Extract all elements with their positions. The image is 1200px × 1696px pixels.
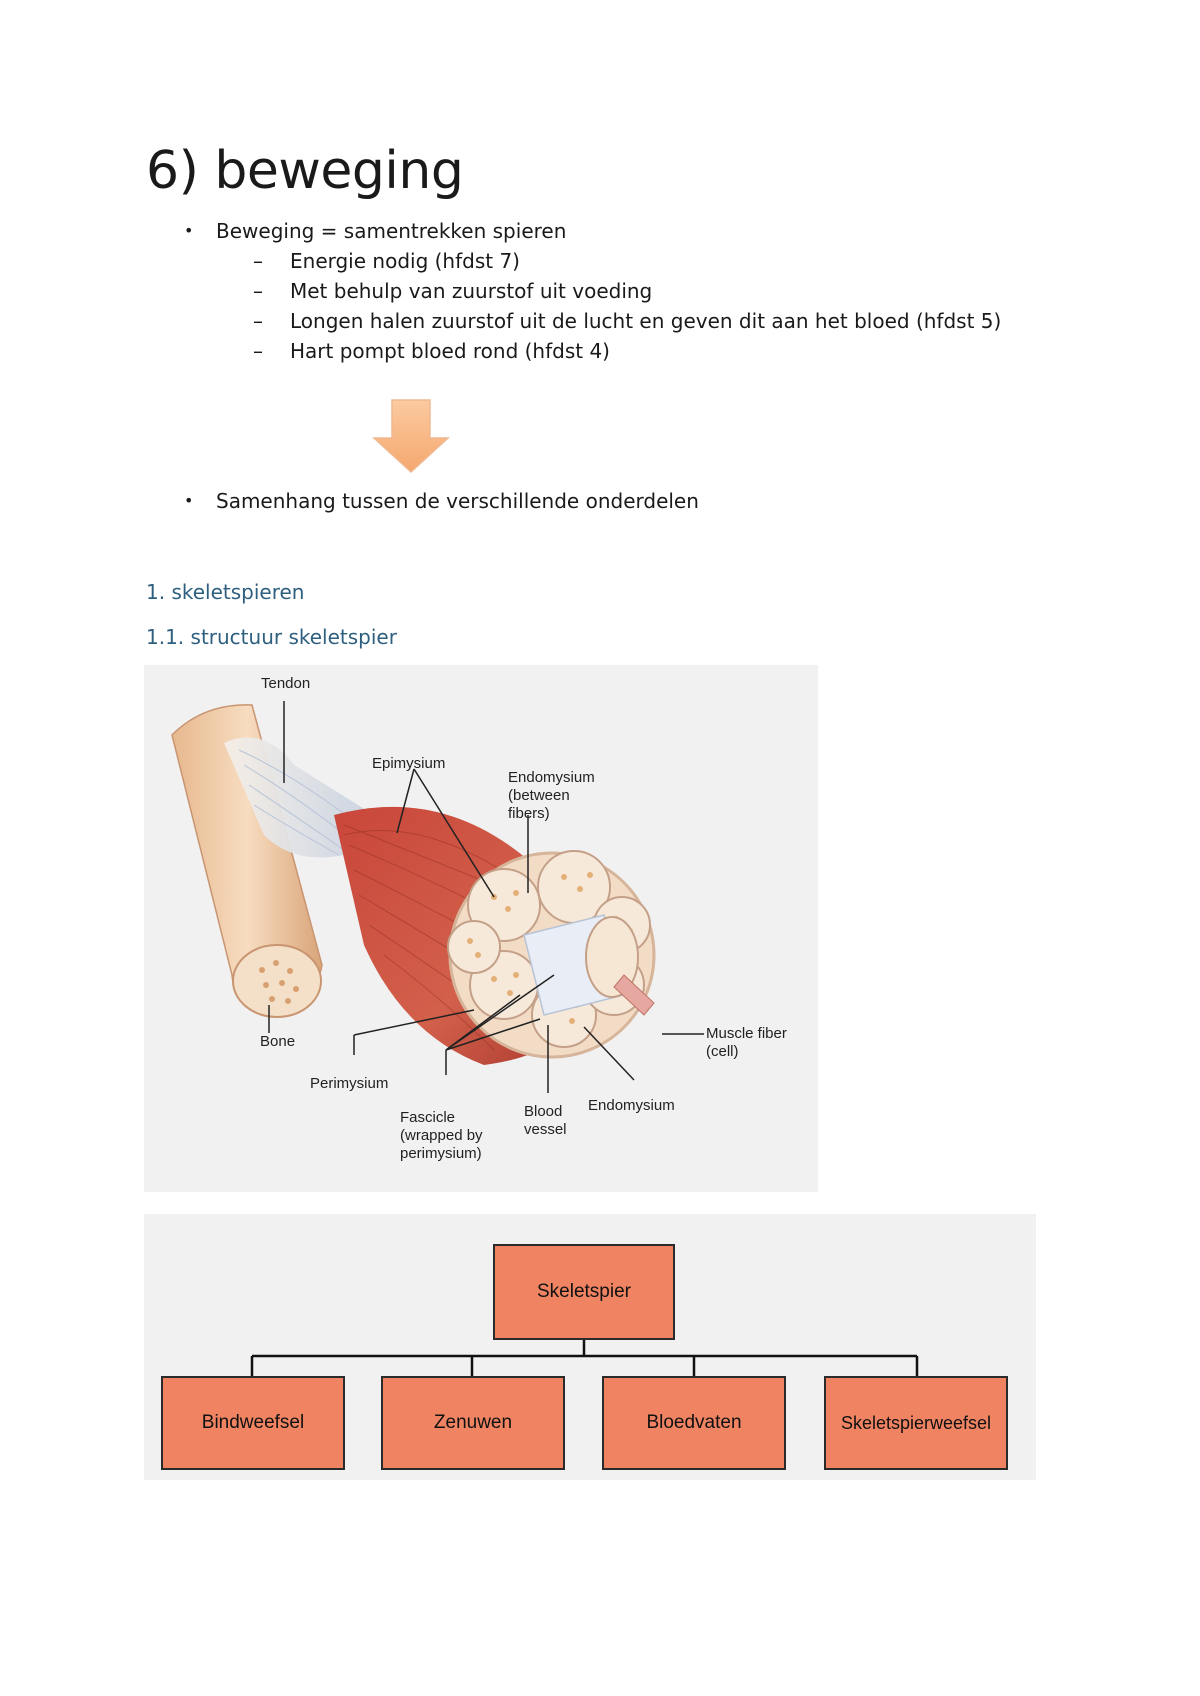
bullet-dot: • [184, 491, 194, 510]
list-item: – Met behulp van zuurstof uit voeding [253, 276, 1073, 306]
org-node-bloedvaten: Bloedvaten [602, 1376, 786, 1470]
sub-bullet-text: Met behulp van zuurstof uit voeding [290, 279, 653, 303]
org-node-skeletspierweefsel: Skeletspierweefsel [824, 1376, 1008, 1470]
bullet-list-top: • Beweging = samentrekken spieren [184, 216, 566, 246]
list-item: • Beweging = samentrekken spieren [184, 216, 566, 246]
list-item: – Longen halen zuurstof uit de lucht en … [253, 306, 1073, 336]
label-perimysium: Perimysium [310, 1075, 389, 1092]
arrow-down-icon [372, 399, 450, 474]
section-heading: 1. skeletspieren [146, 580, 305, 604]
subsection-heading: 1.1. structuur skeletspier [146, 625, 397, 649]
org-connectors [250, 1338, 919, 1376]
list-item: – Hart pompt bloed rond (hfdst 4) [253, 336, 1073, 366]
list-item: • Samenhang tussen de verschillende onde… [184, 486, 699, 516]
bullet-text: Samenhang tussen de verschillende onderd… [216, 489, 699, 513]
bone-end [232, 944, 322, 1018]
sub-bullet-text: Longen halen zuurstof uit de lucht en ge… [290, 309, 1002, 333]
dash-marker: – [253, 339, 263, 363]
label-endomysium-between: Endomysium (between fibers) [508, 769, 595, 822]
dash-marker: – [253, 309, 263, 333]
org-node-zenuwen: Zenuwen [381, 1376, 565, 1470]
sub-bullet-text: Energie nodig (hfdst 7) [290, 249, 520, 273]
bullet-text: Beweging = samentrekken spieren [216, 219, 567, 243]
bullet-list-bottom: • Samenhang tussen de verschillende onde… [184, 486, 699, 516]
label-blood-vessel: Blood vessel [524, 1103, 567, 1138]
label-bone: Bone [260, 1033, 296, 1050]
muscle-illustration [171, 701, 704, 1093]
tendon-shape [224, 737, 374, 858]
label-endomysium: Endomysium [588, 1097, 675, 1114]
label-epimysium: Epimysium [372, 755, 446, 772]
org-node-root: Skeletspier [493, 1244, 675, 1340]
label-tendon: Tendon [261, 675, 311, 692]
skeletspier-org-chart: Skeletspier Bindweefsel Zenuwen Bloedvat… [144, 1214, 1036, 1480]
page-title: 6) beweging [146, 141, 464, 201]
list-item: – Energie nodig (hfdst 7) [253, 246, 1073, 276]
muscle-structure-figure: Tendon Epimysium Endomysium (between fib… [144, 665, 818, 1192]
sub-bullet-text: Hart pompt bloed rond (hfdst 4) [290, 339, 610, 363]
dash-marker: – [253, 249, 263, 273]
label-muscle-fiber: Muscle fiber (cell) [706, 1025, 787, 1060]
label-fascicle: Fascicle (wrapped by perimysium) [400, 1109, 483, 1162]
bullet-dot: • [184, 221, 194, 240]
org-node-bindweefsel: Bindweefsel [161, 1376, 345, 1470]
sub-list: – Energie nodig (hfdst 7) – Met behulp v… [253, 246, 1073, 366]
dash-marker: – [253, 279, 263, 303]
